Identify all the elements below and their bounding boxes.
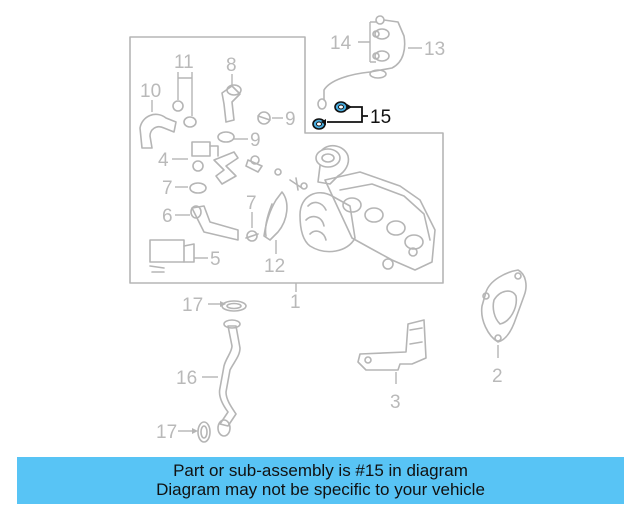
callout-10[interactable]: 10 (140, 81, 161, 102)
pipe-12[interactable] (263, 191, 288, 241)
callout-9b[interactable]: 9 (250, 130, 261, 151)
callout-8[interactable]: 8 (226, 55, 237, 76)
callout-13[interactable]: 13 (424, 39, 445, 60)
turbocharger[interactable] (299, 144, 436, 271)
exploded-parts-diagram: 1 8 9 9 10 (129, 15, 527, 443)
callout-12[interactable]: 12 (264, 256, 285, 277)
callout-4[interactable]: 4 (158, 150, 169, 171)
callout-14[interactable]: 14 (330, 33, 352, 54)
clamp-11[interactable] (172, 100, 197, 128)
callout-7b[interactable]: 7 (246, 193, 257, 214)
callout-17a[interactable]: 17 (182, 295, 203, 316)
banner-line-1: Part or sub-assembly is #15 in diagram (173, 461, 468, 480)
callout-9a[interactable]: 9 (285, 109, 296, 130)
seal-15-lower[interactable] (312, 118, 326, 130)
valve-4[interactable] (191, 141, 219, 172)
callout-17b[interactable]: 17 (156, 422, 177, 443)
callout-2[interactable]: 2 (492, 366, 503, 387)
callout-3[interactable]: 3 (390, 392, 401, 413)
banner-line-2: Diagram may not be specific to your vehi… (156, 480, 485, 499)
clip-9[interactable] (217, 111, 271, 143)
callout-6[interactable]: 6 (162, 206, 173, 227)
callout-15[interactable]: 15 (370, 107, 391, 128)
callout-1[interactable]: 1 (290, 292, 301, 313)
bracket-3[interactable] (357, 319, 427, 371)
oil-line-13[interactable] (317, 15, 406, 110)
seal-15-upper[interactable] (334, 101, 348, 113)
callout-16[interactable]: 16 (176, 368, 197, 389)
gasket-2[interactable] (480, 269, 527, 343)
fitting-7[interactable] (189, 182, 259, 242)
bracket-small[interactable] (213, 151, 239, 185)
callout-11[interactable]: 11 (174, 52, 194, 73)
hose-8[interactable] (221, 84, 242, 123)
pipe-16[interactable] (217, 319, 241, 437)
part-info-banner: Part or sub-assembly is #15 in diagram D… (17, 457, 624, 504)
hose-6[interactable] (190, 205, 239, 241)
hose-10[interactable] (139, 113, 177, 149)
turbo-bolts[interactable] (245, 155, 308, 191)
callout-5[interactable]: 5 (210, 249, 221, 270)
callout-7a[interactable]: 7 (162, 178, 173, 199)
assembly-box (129, 36, 444, 284)
solenoid-5[interactable] (149, 239, 195, 273)
banjo-bolts-14[interactable] (372, 28, 390, 62)
